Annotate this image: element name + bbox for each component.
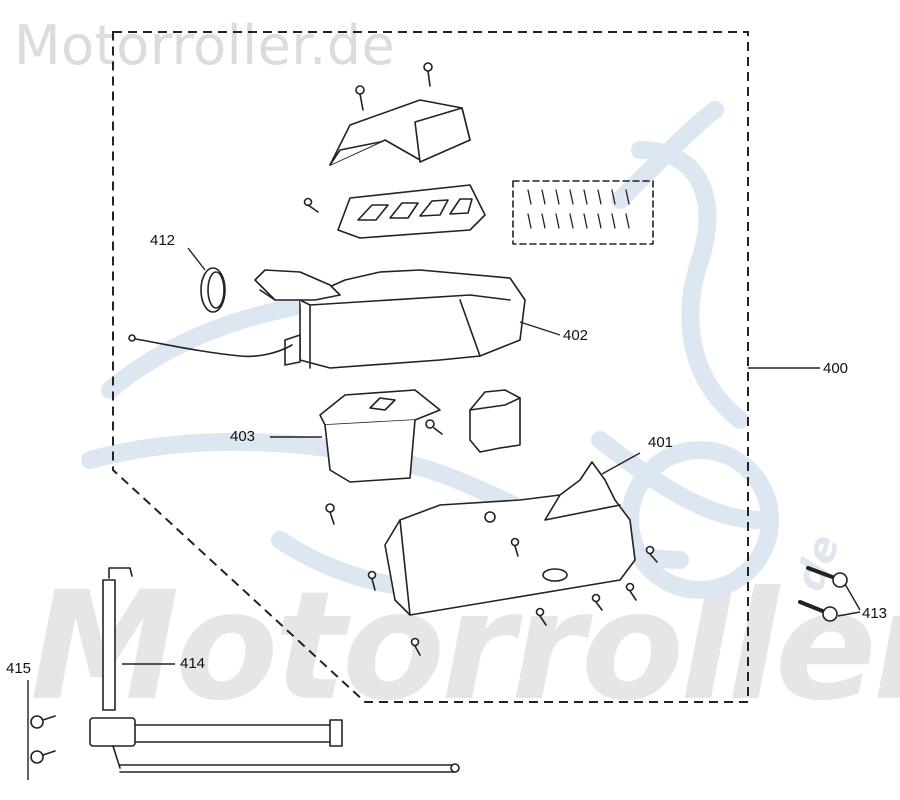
screw-lower (325, 503, 335, 525)
label-412: 412 (150, 232, 176, 249)
cover-screws (367, 537, 658, 656)
label-401: 401 (648, 434, 674, 451)
top-cover (329, 99, 471, 166)
hose-clamp-412 (200, 267, 226, 313)
watermark-top: Motorroller.de (14, 14, 396, 77)
label-403: 403 (230, 428, 256, 445)
assembly-boundary (112, 31, 749, 703)
lower-cover-401 (384, 461, 636, 616)
scooter-watermark (81, 101, 779, 599)
air-filter-housing-402 (254, 269, 526, 369)
hose-end (128, 334, 136, 342)
bolt-415-lower (30, 750, 56, 764)
label-414: 414 (180, 655, 206, 672)
label-413: 413 (862, 605, 888, 622)
screw-grid (303, 197, 319, 213)
screw-kit-box (512, 180, 654, 245)
screw-top-right (423, 62, 433, 87)
breather-hose (129, 337, 293, 358)
bolt-413-upper (806, 566, 848, 588)
screw-mid (425, 419, 443, 435)
label-402: 402 (563, 327, 589, 344)
bolt-415-upper (30, 715, 56, 729)
bolt-413-lower (798, 600, 838, 622)
label-415: 415 (6, 660, 32, 677)
intake-snorkel (469, 389, 521, 453)
screw-top-left (355, 85, 365, 111)
leader-lines (27, 247, 861, 780)
air-filter-element-403 (319, 389, 441, 483)
rod-assembly-414 (89, 567, 460, 773)
intake-grille (337, 184, 486, 239)
label-400: 400 (823, 360, 849, 377)
